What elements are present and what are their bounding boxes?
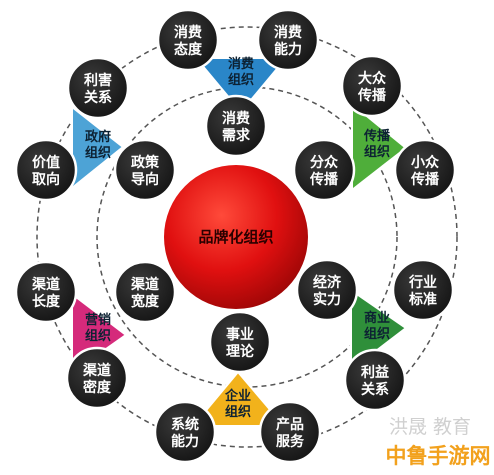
marketing-node-2-line2: 宽度 bbox=[131, 293, 160, 310]
marketing-node-3-line1: 渠道 bbox=[82, 362, 111, 379]
watermark-line2: 中鲁手游网 bbox=[386, 444, 491, 468]
consumer-node-2-line2: 能力 bbox=[274, 41, 302, 58]
business-label-line2: 组织 bbox=[364, 326, 390, 342]
enterprise-node-3 bbox=[258, 400, 322, 464]
government-label-line1: 政府 bbox=[85, 129, 111, 145]
business-node-3-line1: 利益 bbox=[361, 364, 389, 381]
enterprise-node-1 bbox=[208, 310, 272, 374]
enterprise-node-1-line2: 理论 bbox=[226, 343, 255, 360]
communication-node-1-line2: 传播 bbox=[357, 87, 387, 104]
organization-groups: 消费组织消费态度消费能力消费需求传播组织大众传播分众传播小众传播商业组织经济实力… bbox=[14, 8, 457, 464]
marketing-node-1-line1: 渠道 bbox=[31, 276, 60, 293]
communication-label-line2: 组织 bbox=[364, 144, 390, 160]
business-node-1-line2: 实力 bbox=[313, 291, 341, 308]
marketing-node-2-line1: 渠道 bbox=[130, 276, 159, 293]
enterprise-node-2-line1: 系统 bbox=[171, 416, 199, 433]
business-node-2-line2: 标准 bbox=[408, 291, 437, 308]
outer-dashed-ring bbox=[36, 26, 458, 448]
watermark-line1: 洪晟 教育 bbox=[389, 416, 471, 438]
consumer-node-3-line1: 消费 bbox=[222, 110, 250, 127]
enterprise-label-line2: 组织 bbox=[225, 404, 251, 420]
marketing-node-1-line2: 长度 bbox=[32, 293, 61, 310]
communication-triangle bbox=[351, 101, 408, 193]
government-node-1-line1: 利害 bbox=[84, 72, 112, 89]
marketing-node-3-line2: 密度 bbox=[82, 379, 112, 396]
government-node-2 bbox=[14, 138, 78, 202]
consumer-label-line1: 消费 bbox=[228, 56, 254, 72]
consumer-node-1-line1: 消费 bbox=[174, 24, 202, 41]
center-circle bbox=[164, 165, 308, 309]
center-label: 品牌化组织 bbox=[198, 228, 273, 246]
consumer-node-3 bbox=[204, 94, 268, 158]
government-node-3-line2: 导向 bbox=[131, 171, 159, 188]
marketing-node-2 bbox=[113, 260, 177, 324]
marketing-label-line2: 组织 bbox=[85, 328, 111, 344]
business-label-line1: 商业 bbox=[364, 310, 390, 326]
government-node-3-line1: 政策 bbox=[131, 154, 160, 171]
enterprise-triangle bbox=[190, 370, 287, 427]
government-node-2-line1: 价值 bbox=[32, 154, 60, 171]
business-node-2 bbox=[391, 258, 455, 322]
business-node-1 bbox=[295, 258, 359, 322]
government-node-3 bbox=[113, 138, 177, 202]
consumer-node-2 bbox=[256, 8, 320, 72]
business-node-2-line1: 行业 bbox=[408, 274, 437, 291]
government-label-line2: 组织 bbox=[85, 145, 111, 161]
communication-node-2 bbox=[292, 138, 356, 202]
business-node-3 bbox=[343, 348, 407, 412]
marketing-node-1 bbox=[14, 260, 78, 324]
enterprise-node-2 bbox=[153, 400, 217, 464]
consumer-node-2-line1: 消费 bbox=[274, 24, 302, 41]
business-node-3-line2: 关系 bbox=[361, 381, 389, 398]
government-node-2-line2: 取向 bbox=[32, 171, 60, 188]
enterprise-node-3-line2: 服务 bbox=[276, 433, 305, 450]
consumer-triangle bbox=[193, 57, 289, 114]
consumer-label-line2: 组织 bbox=[228, 72, 254, 88]
communication-node-1 bbox=[340, 54, 404, 118]
communication-node-3-line2: 传播 bbox=[410, 171, 440, 188]
enterprise-label-line1: 企业 bbox=[224, 388, 251, 404]
consumer-node-1 bbox=[156, 8, 220, 72]
communication-node-1-line1: 大众 bbox=[358, 70, 386, 87]
government-node-1-line2: 关系 bbox=[84, 89, 112, 106]
government-triangle bbox=[71, 104, 125, 191]
enterprise-node-1-line1: 事业 bbox=[226, 326, 254, 343]
enterprise-node-2-line2: 能力 bbox=[171, 433, 199, 450]
communication-node-2-line2: 传播 bbox=[309, 171, 339, 188]
business-node-1-line1: 经济 bbox=[313, 274, 342, 291]
communication-label-line1: 传播 bbox=[363, 128, 391, 144]
marketing-label-line1: 营销 bbox=[85, 312, 111, 328]
consumer-node-1-line2: 态度 bbox=[174, 41, 203, 58]
enterprise-node-3-line1: 产品 bbox=[276, 416, 304, 433]
communication-node-3-line1: 小众 bbox=[411, 154, 439, 171]
consumer-node-3-line2: 需求 bbox=[222, 127, 251, 144]
communication-node-3 bbox=[393, 138, 457, 202]
communication-node-2-line1: 分众 bbox=[310, 154, 338, 171]
marketing-node-3 bbox=[65, 346, 129, 410]
government-node-1 bbox=[66, 56, 130, 120]
